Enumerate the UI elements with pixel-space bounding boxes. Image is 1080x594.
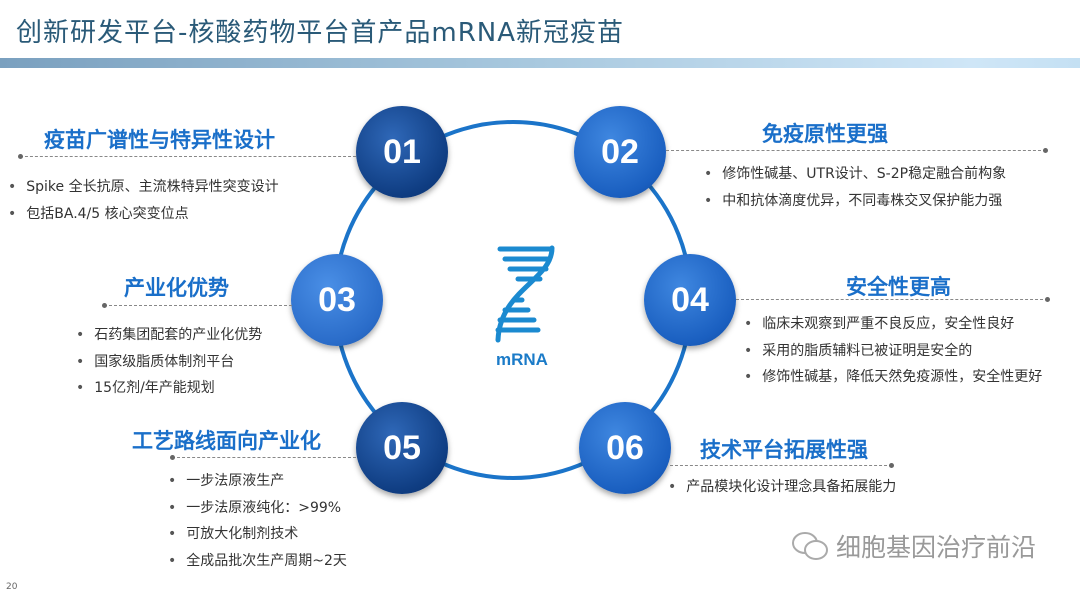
mrna-label: mRNA — [496, 350, 548, 369]
bullets-04: 临床未观察到严重不良反应，安全性良好 采用的脂质辅料已被证明是安全的 修饰性碱基… — [744, 313, 1042, 393]
connector-05 — [170, 455, 356, 460]
watermark: 细胞基因治疗前沿 — [790, 528, 1036, 564]
badge-05: 05 — [356, 402, 448, 494]
dna-icon — [495, 245, 555, 343]
title-divider-bar — [0, 58, 1080, 68]
heading-05: 工艺路线面向产业化 — [132, 429, 321, 453]
bullet-item: Spike 全长抗原、主流株特异性突变设计 — [8, 176, 278, 203]
bullet-item: 石药集团配套的产业化优势 — [76, 324, 262, 351]
heading-01: 疫苗广谱性与特异性设计 — [44, 128, 275, 152]
bullet-item: 产品模块化设计理念具备拓展能力 — [668, 476, 896, 503]
page-number: 20 — [6, 582, 18, 592]
heading-03: 产业化优势 — [124, 276, 229, 300]
bullet-item: 临床未观察到严重不良反应，安全性良好 — [744, 313, 1042, 340]
bullets-02: 修饰性碱基、UTR设计、S-2P稳定融合前构象 中和抗体滴度优异，不同毒株交叉保… — [704, 163, 1006, 216]
bullet-item: 采用的脂质辅料已被证明是安全的 — [744, 340, 1042, 367]
page-title: 创新研发平台-核酸药物平台首产品mRNA新冠疫苗 — [16, 18, 625, 48]
bullet-item: 包括BA.4/5 核心突变位点 — [8, 203, 279, 230]
heading-04: 安全性更高 — [846, 275, 951, 299]
bullet-item: 国家级脂质体制剂平台 — [76, 351, 262, 378]
bullet-item: 修饰性碱基，降低天然免疫源性，安全性更好 — [744, 366, 1042, 393]
bullets-03: 石药集团配套的产业化优势 国家级脂质体制剂平台 15亿剂/年产能规划 — [76, 324, 262, 404]
bullet-item: 修饰性碱基、UTR设计、S-2P稳定融合前构象 — [704, 163, 1006, 190]
bullet-item: 一步法原液纯化：>99% — [168, 497, 347, 524]
bullet-item: 15亿剂/年产能规划 — [76, 377, 262, 404]
bullet-item: 一步法原液生产 — [168, 470, 347, 497]
bullets-05: 一步法原液生产 一步法原液纯化：>99% 可放大化制剂技术 全成品批次生产周期~… — [168, 470, 347, 576]
bullets-01: Spike 全长抗原、主流株特异性突变设计 包括BA.4/5 核心突变位点 — [8, 176, 279, 230]
badge-04: 04 — [644, 254, 736, 346]
badge-01: 01 — [356, 106, 448, 198]
bullet-item: 可放大化制剂技术 — [168, 523, 347, 550]
connector-03 — [102, 303, 292, 308]
bullet-item: 全成品批次生产周期~2天 — [168, 550, 347, 577]
bullet-item: 中和抗体滴度优异，不同毒株交叉保护能力强 — [704, 190, 1006, 217]
connector-01 — [18, 154, 356, 159]
bullets-06: 产品模块化设计理念具备拓展能力 — [668, 476, 896, 503]
heading-06: 技术平台拓展性强 — [700, 438, 868, 462]
wechat-icon — [792, 532, 828, 560]
badge-03: 03 — [291, 254, 383, 346]
connector-04 — [736, 297, 1050, 302]
connector-06 — [670, 463, 894, 468]
badge-02: 02 — [574, 106, 666, 198]
watermark-text: 细胞基因治疗前沿 — [836, 533, 1037, 562]
connector-02 — [666, 148, 1048, 153]
heading-02: 免疫原性更强 — [762, 122, 888, 146]
badge-06: 06 — [579, 402, 671, 494]
